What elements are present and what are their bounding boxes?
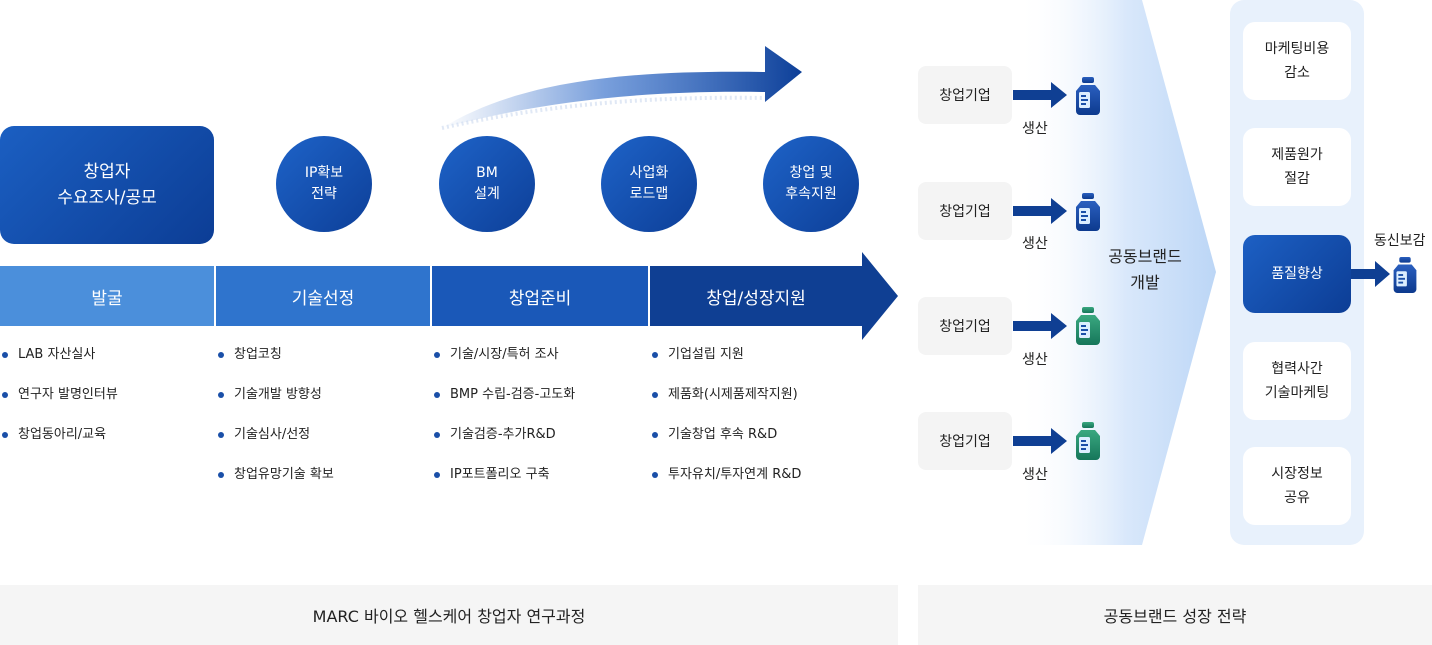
company-label: 창업기업 bbox=[939, 204, 991, 220]
list-item: 기술검증-추가R&D bbox=[432, 418, 575, 458]
list-item: 기업설립 지원 bbox=[650, 338, 801, 378]
list-item: 연구자 발명인터뷰 bbox=[0, 378, 118, 418]
stage-label: 창업/성장지원 bbox=[706, 288, 806, 309]
list-item: 창업동아리/교육 bbox=[0, 418, 118, 458]
benefit-line1: 협력사간 bbox=[1271, 361, 1323, 377]
footer-label: 공동브랜드 성장 전략 bbox=[1103, 607, 1247, 626]
left-footer-caption: MARC 바이오 헬스케어 창업자 연구과정 bbox=[0, 585, 898, 645]
list-item: IP포트폴리오 구축 bbox=[432, 458, 575, 498]
right-arrow-icon bbox=[1013, 313, 1067, 339]
circle-line2: 설계 bbox=[474, 186, 500, 202]
brand-funnel bbox=[1016, 0, 1216, 545]
list-item: 제품화(시제품제작지원) bbox=[650, 378, 801, 418]
joint-brand-line2: 개발 bbox=[1130, 273, 1160, 292]
startup-company-1: 창업기업 bbox=[918, 66, 1012, 124]
list-item: 투자유치/투자연계 R&D bbox=[650, 458, 801, 498]
production-label: 생산 bbox=[1022, 121, 1048, 137]
footer-label: MARC 바이오 헬스케어 창업자 연구과정 bbox=[312, 607, 586, 626]
applicant-survey-box: 창업자 수요조사/공모 bbox=[0, 126, 214, 244]
circle-line2: 후속지원 bbox=[785, 186, 837, 202]
circle-line1: 사업화 bbox=[629, 165, 669, 181]
benefit-line2: 절감 bbox=[1284, 171, 1310, 187]
benefit-line1: 시장정보 bbox=[1271, 466, 1323, 482]
right-arrow-icon bbox=[1013, 198, 1067, 224]
list-item: LAB 자산실사 bbox=[0, 338, 118, 378]
stage-label: 기술선정 bbox=[291, 288, 355, 309]
benefit-line1: 품질향상 bbox=[1271, 266, 1323, 282]
circle-line2: 로드맵 bbox=[629, 186, 669, 202]
bottle-icon bbox=[1072, 76, 1104, 116]
benefit-line1: 제품원가 bbox=[1271, 147, 1323, 163]
list-item: 창업코칭 bbox=[216, 338, 334, 378]
benefit-line2: 감소 bbox=[1284, 65, 1310, 81]
circle-line1: BM bbox=[476, 165, 498, 181]
stage-discovery: 발굴 bbox=[0, 266, 214, 326]
joint-brand-line1: 공동브랜드 bbox=[1108, 247, 1182, 266]
benefit-line2: 기술마케팅 bbox=[1264, 385, 1330, 401]
company-label: 창업기업 bbox=[939, 434, 991, 450]
start-box-line2: 수요조사/공모 bbox=[57, 188, 157, 208]
bottle-icon bbox=[1072, 421, 1104, 461]
benefit-line1: 마케팅비용 bbox=[1264, 41, 1330, 57]
list-item: 기술개발 방향성 bbox=[216, 378, 334, 418]
company-label: 창업기업 bbox=[939, 319, 991, 335]
stage-arrow-head bbox=[650, 252, 898, 340]
list-item: BMP 수립-검증-고도화 bbox=[432, 378, 575, 418]
list-item: 창업유망기술 확보 bbox=[216, 458, 334, 498]
production-label: 생산 bbox=[1022, 467, 1048, 483]
benefit-line2: 공유 bbox=[1284, 490, 1310, 506]
company-label: 창업기업 bbox=[939, 88, 991, 104]
circle-line1: IP확보 bbox=[304, 165, 344, 181]
bottle-icon bbox=[1072, 306, 1104, 346]
stage-tech-selection: 기술선정 bbox=[216, 266, 430, 326]
production-label: 생산 bbox=[1022, 352, 1048, 368]
right-arrow-icon bbox=[1351, 261, 1390, 287]
production-label: 생산 bbox=[1022, 236, 1048, 252]
discovery-bullets: LAB 자산실사 연구자 발명인터뷰 창업동아리/교육 bbox=[0, 338, 118, 458]
circle-bm-design: BM 설계 bbox=[439, 136, 535, 232]
list-item: 기술창업 후속 R&D bbox=[650, 418, 801, 458]
startup-company-3: 창업기업 bbox=[918, 297, 1012, 355]
startup-prep-bullets: 기술/시장/특허 조사 BMP 수립-검증-고도화 기술검증-추가R&D IP포… bbox=[432, 338, 575, 498]
right-arrow-icon bbox=[1013, 428, 1067, 454]
benefit-quality-improvement: 품질향상 bbox=[1243, 235, 1351, 313]
right-footer-caption: 공동브랜드 성장 전략 bbox=[918, 585, 1432, 645]
stage-label: 창업준비 bbox=[508, 288, 572, 309]
growth-support-bullets: 기업설립 지원 제품화(시제품제작지원) 기술창업 후속 R&D 투자유치/투자… bbox=[650, 338, 801, 498]
list-item: 기술심사/선정 bbox=[216, 418, 334, 458]
right-arrow-icon bbox=[1013, 82, 1067, 108]
stage-startup-prep: 창업준비 bbox=[432, 266, 648, 326]
circle-line2: 전략 bbox=[311, 186, 337, 202]
start-box-line1: 창업자 bbox=[83, 162, 131, 182]
stage-label: 발굴 bbox=[91, 288, 123, 309]
startup-company-4: 창업기업 bbox=[918, 412, 1012, 470]
curved-arrow-icon bbox=[441, 46, 802, 130]
joint-brand-development: 공동브랜드 개발 bbox=[1090, 244, 1200, 296]
stage-growth-support: 창업/성장지원 bbox=[650, 266, 862, 326]
startup-company-2: 창업기업 bbox=[918, 182, 1012, 240]
tech-selection-bullets: 창업코칭 기술개발 방향성 기술심사/선정 창업유망기술 확보 bbox=[216, 338, 334, 498]
circle-line1: 창업 및 bbox=[789, 165, 833, 181]
list-item: 기술/시장/특허 조사 bbox=[432, 338, 575, 378]
bottle-icon bbox=[1390, 256, 1420, 294]
result-label: 동신보감 bbox=[1374, 233, 1426, 249]
bottle-icon bbox=[1072, 192, 1104, 232]
